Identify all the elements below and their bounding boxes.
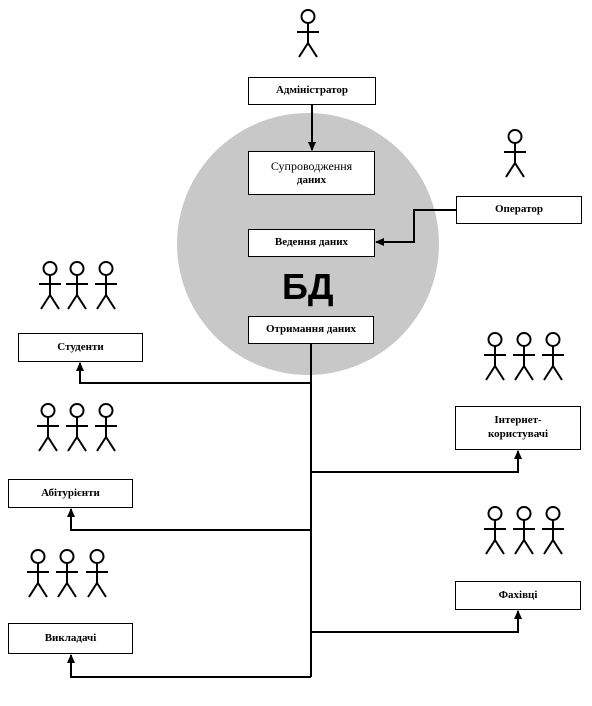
operator-label: Оператор	[495, 203, 543, 216]
actor-icon	[95, 261, 117, 310]
admin-label: Адміністратор	[275, 84, 349, 97]
actor-icon	[513, 506, 535, 555]
operator-box: Оператор	[456, 196, 582, 224]
internet-users-label-line1: Інтернет-	[494, 414, 542, 427]
support-box: Супроводження даних	[248, 151, 375, 195]
specialists-label: Фахівці	[498, 588, 538, 601]
internet-users-label-line2: користувачі	[487, 428, 549, 440]
actor-icon	[66, 403, 88, 452]
internet-users-box: Інтернет- користувачі	[455, 406, 581, 450]
arrow-to-students	[76, 362, 311, 384]
receive-label: Отримання даних	[265, 323, 357, 336]
actor-icon	[513, 332, 535, 381]
applicants-box: Абітурієнти	[8, 479, 133, 508]
support-label-line2: даних	[296, 173, 327, 186]
maintain-label: Ведення даних	[274, 236, 349, 249]
arrow-operator-to-maintain	[375, 209, 456, 246]
admin-box: Адміністратор	[248, 77, 376, 105]
actor-icon	[95, 403, 117, 452]
actor-icon	[542, 332, 564, 381]
arrow-to-specialists	[311, 610, 522, 633]
arrow-to-applicants	[67, 508, 311, 531]
students-box: Студенти	[18, 333, 143, 362]
actor-icon	[39, 261, 61, 310]
support-label-line1: Супроводження	[270, 158, 353, 173]
actor-icon	[37, 403, 59, 452]
actor-icon	[56, 549, 78, 598]
arrow-to-internet-users	[311, 450, 522, 473]
applicants-label: Абітурієнти	[41, 486, 100, 499]
specialists-box: Фахівці	[455, 581, 581, 610]
maintain-box: Ведення даних	[248, 229, 375, 257]
students-label: Студенти	[57, 340, 104, 353]
actor-icon	[66, 261, 88, 310]
arrow-to-teachers	[67, 654, 311, 678]
actor-icon	[484, 506, 506, 555]
actor-icon	[484, 332, 506, 381]
actor-icon	[86, 549, 108, 598]
actor-icon	[297, 9, 319, 58]
teachers-label: Викладачі	[44, 631, 97, 644]
actor-icon	[542, 506, 564, 555]
actor-icon	[27, 549, 49, 598]
teachers-box: Викладачі	[8, 623, 133, 654]
database-label: БД	[282, 266, 334, 307]
actor-icon	[504, 129, 526, 178]
receive-box: Отримання даних	[248, 316, 374, 344]
